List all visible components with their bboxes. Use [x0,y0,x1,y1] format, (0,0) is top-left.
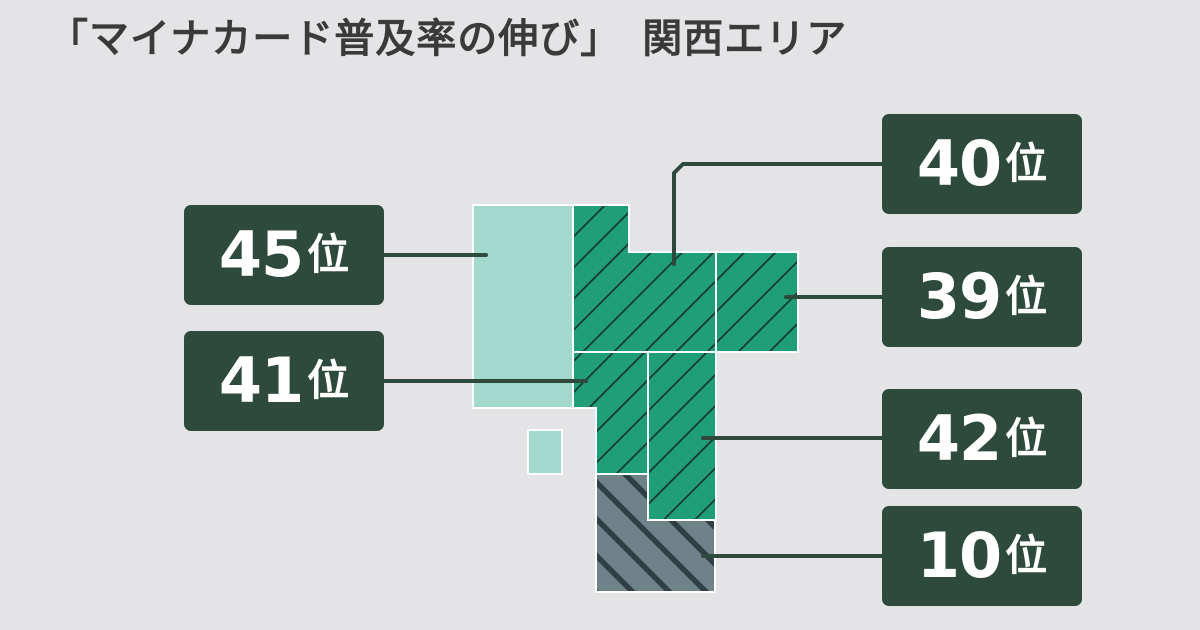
rank-suffix: 位 [307,356,350,405]
region-39 [715,251,799,353]
connector-40 [672,162,884,266]
rank-badge-45: 45 位 [184,205,384,305]
rank-number: 42 [916,402,1002,475]
page-title: 「マイナカード普及率の伸び」 関西エリア [48,16,848,62]
region-40 [572,204,717,353]
rank-suffix: 位 [1005,139,1048,188]
rank-number: 41 [218,344,304,417]
rank-suffix: 位 [1005,272,1048,321]
rank-number: 10 [916,519,1002,592]
rank-badge-10: 10 位 [882,506,1082,606]
region-light-island [527,429,563,475]
rank-suffix: 位 [1005,531,1048,580]
rank-badge-42: 42 位 [882,389,1082,489]
region-41 [572,351,649,475]
region-light-main [472,204,574,409]
rank-badge-39: 39 位 [882,247,1082,347]
rank-badge-40: 40 位 [882,114,1082,214]
rank-number: 39 [916,260,1002,333]
rank-number: 45 [218,218,304,291]
rank-badge-41: 41 位 [184,331,384,431]
rank-suffix: 位 [307,230,350,279]
rank-number: 40 [916,127,1002,200]
region-10 [595,473,716,593]
rank-suffix: 位 [1005,414,1048,463]
